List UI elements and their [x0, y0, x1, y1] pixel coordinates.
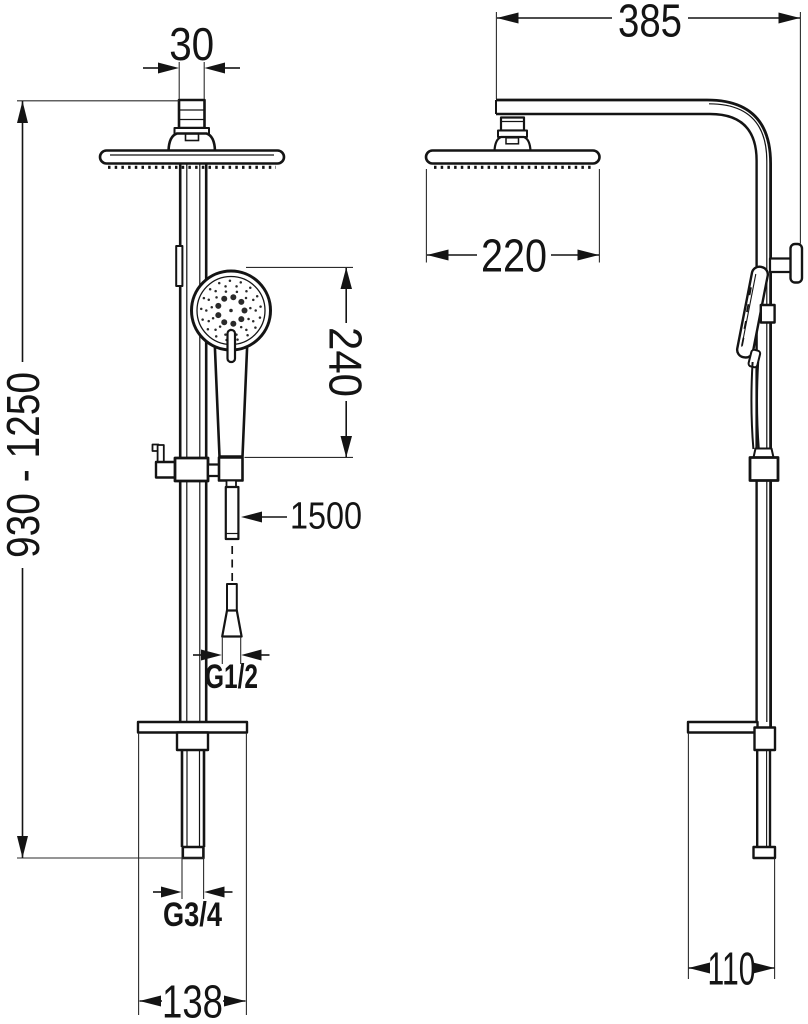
dim-top-width: 30 [143, 18, 240, 99]
front-view: 30 930 - 1250 240 1500 [0, 18, 372, 1024]
rain-shower-head-side [424, 116, 601, 169]
shower-arm-side [495, 98, 772, 727]
slider-block [173, 456, 210, 483]
dim-head-diameter: 220 [425, 169, 600, 282]
spray-nozzle-dots [199, 279, 262, 342]
slider-holder-front [151, 443, 244, 488]
hand-shower-side [735, 265, 780, 482]
dim-hand-shower-length-label: 240 [320, 327, 372, 397]
side-view: 385 220 110 [424, 0, 804, 995]
dim-base-depth: 110 [687, 733, 776, 995]
inlet-connector-side [752, 845, 777, 860]
dim-head-diameter-label: 220 [481, 230, 547, 282]
dim-top-width-label: 30 [169, 18, 214, 70]
dim-hose-length-label: 1500 [290, 496, 362, 538]
dim-hose-thread-label: G1/2 [205, 658, 258, 696]
dim-base-depth-label: 110 [708, 943, 756, 995]
holder-block-side [759, 303, 776, 324]
handle-end-block [217, 456, 244, 482]
dim-height-range: 930 - 1250 [0, 100, 204, 859]
dim-inlet-thread: G3/4 [153, 858, 233, 934]
wall-plate [789, 242, 804, 284]
hook-block [154, 460, 177, 479]
dim-hand-shower-length: 240 [244, 266, 372, 458]
dim-hose-thread: G1/2 [193, 637, 270, 696]
dim-arm-depth: 385 [495, 0, 801, 244]
shower-hose [221, 485, 243, 638]
wall-bracket [768, 242, 804, 284]
shelf-front [136, 720, 249, 752]
slider-block-side [748, 456, 780, 482]
dim-inlet-thread-label: G3/4 [163, 896, 222, 934]
dim-height-range-label: 930 - 1250 [0, 372, 49, 558]
inlet-connector [181, 845, 205, 860]
rail-strip [175, 245, 184, 287]
dim-arm-depth-label: 385 [618, 0, 682, 47]
hose-nut [221, 609, 243, 638]
shelf-side [686, 720, 777, 860]
dim-hose-length: 1500 [241, 496, 362, 538]
shower-column-front [175, 151, 208, 860]
mode-switch-slot [226, 328, 237, 364]
dim-base-width: 138 [138, 733, 247, 1024]
dim-base-width-label: 138 [162, 976, 223, 1024]
hand-shower-front [190, 269, 272, 458]
rain-shower-head-front [98, 98, 286, 169]
